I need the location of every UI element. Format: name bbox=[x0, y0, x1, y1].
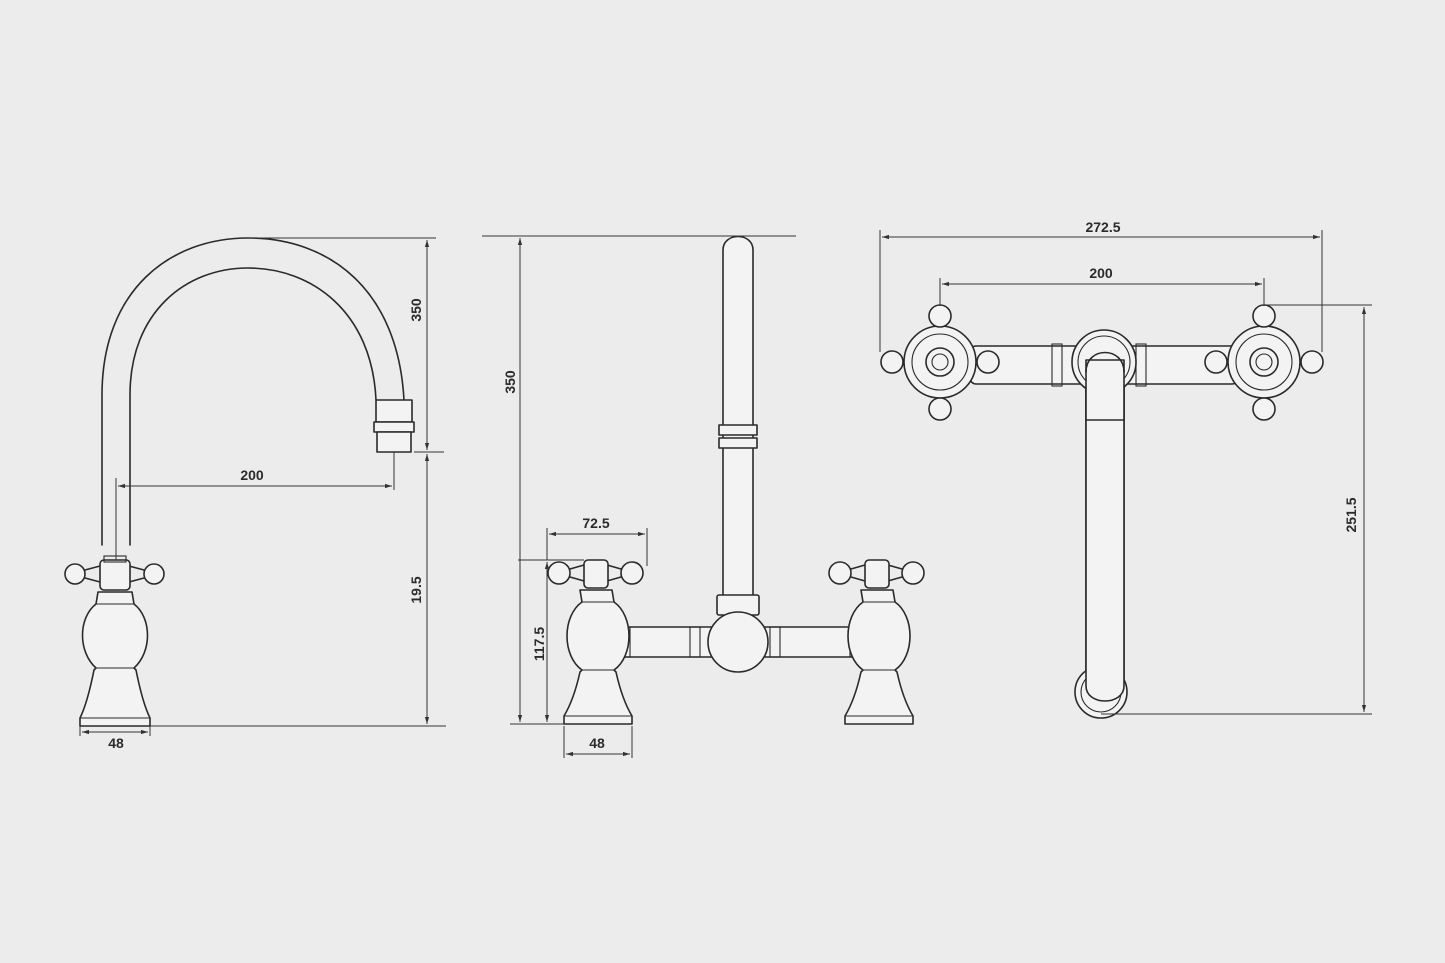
right-handle-ball-right bbox=[901, 561, 925, 585]
right-handle-cap-inner bbox=[1255, 353, 1273, 371]
spout-column bbox=[722, 235, 754, 601]
dim-handle-span-label: 72.5 bbox=[582, 515, 609, 531]
spout-inner bbox=[129, 267, 377, 546]
left-handle-ball-right bbox=[620, 561, 644, 585]
dim-reach-label: 200 bbox=[240, 467, 264, 483]
spout-ring-top bbox=[718, 424, 758, 436]
dim-base-label: 48 bbox=[108, 735, 124, 751]
left-tap-rings bbox=[564, 601, 632, 717]
side-view: 350 19.5 200 48 bbox=[64, 237, 446, 751]
right-handle-rosette-inner bbox=[1235, 333, 1293, 391]
right-handle-ball-left bbox=[828, 561, 852, 585]
right-handle-hub bbox=[864, 559, 890, 589]
dim-depth-label: 251.5 bbox=[1343, 497, 1359, 532]
tap-body-rings bbox=[80, 603, 150, 719]
handle-cap bbox=[103, 555, 127, 563]
left-handle-ball-east bbox=[976, 350, 1000, 374]
right-handle-cap bbox=[1249, 347, 1279, 377]
left-handle-ball-top bbox=[928, 304, 952, 328]
spout-arm-cap bbox=[1085, 351, 1125, 373]
right-handle-ball-top bbox=[1252, 304, 1276, 328]
top-view: 272.5 200 251.5 bbox=[879, 219, 1372, 719]
right-tap-rings bbox=[845, 601, 913, 717]
left-handle-arms bbox=[569, 564, 622, 582]
left-tap-body bbox=[563, 589, 633, 725]
handle-ball-right bbox=[143, 563, 165, 585]
dim-body-height-label: 117.5 bbox=[531, 627, 547, 661]
spout-ring-bottom bbox=[718, 437, 758, 449]
left-handle-rosette-inner bbox=[911, 333, 969, 391]
dim-height-front-label: 350 bbox=[502, 370, 518, 394]
spout-nozzle-ring bbox=[373, 421, 415, 433]
bridge-bar-ring-left bbox=[689, 626, 701, 658]
left-handle-cap-inner bbox=[931, 353, 949, 371]
bridge-hub bbox=[707, 611, 769, 673]
bridge-ring-left-top bbox=[1051, 343, 1063, 387]
handle-hub bbox=[99, 559, 131, 591]
right-handle-ball-west bbox=[1204, 350, 1228, 374]
spout-outlet bbox=[376, 431, 412, 453]
right-handle-ball-east bbox=[1300, 350, 1324, 374]
left-handle-cap bbox=[925, 347, 955, 377]
right-tap-body bbox=[844, 589, 914, 725]
spout-outer bbox=[101, 237, 405, 546]
right-handle-ball-bottom bbox=[1252, 397, 1276, 421]
spout-arm-neck bbox=[1085, 359, 1125, 421]
handle-arms bbox=[84, 565, 145, 583]
front-view: 350 117.5 72.5 48 bbox=[482, 235, 925, 758]
tap-body bbox=[79, 591, 151, 727]
dim-centres-label: 200 bbox=[1089, 265, 1113, 281]
left-handle-hub bbox=[583, 559, 609, 589]
left-handle-ball-bottom bbox=[928, 397, 952, 421]
spout-nozzle bbox=[375, 399, 413, 423]
right-handle-arms bbox=[850, 564, 903, 582]
dim-clearance-label: 19.5 bbox=[408, 576, 424, 603]
spout-arm-top-overlay bbox=[1085, 369, 1125, 702]
handle-ball-left bbox=[64, 563, 86, 585]
dim-base-front-label: 48 bbox=[589, 735, 605, 751]
dim-overall-width-label: 272.5 bbox=[1085, 219, 1120, 235]
left-handle-ball-west bbox=[880, 350, 904, 374]
dim-height-label: 350 bbox=[408, 298, 424, 322]
left-handle-ball-left bbox=[547, 561, 571, 585]
bridge-bar-ring-right bbox=[769, 626, 781, 658]
